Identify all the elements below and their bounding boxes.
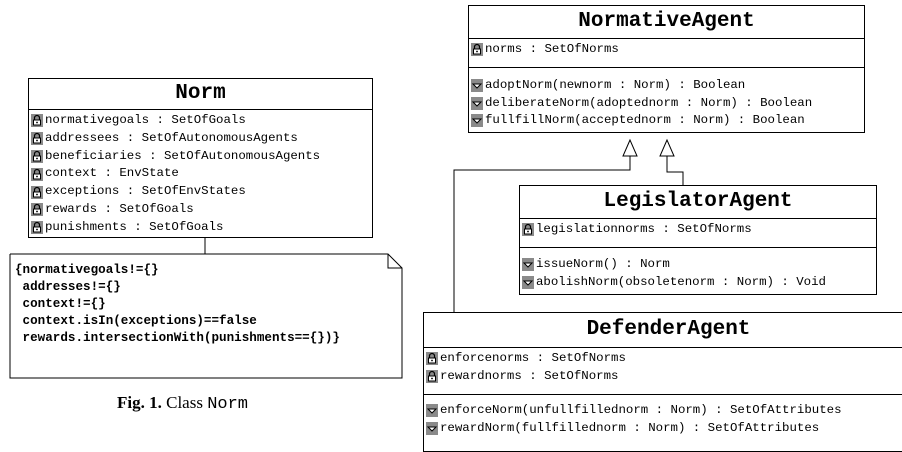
defender-inheritance-arrow <box>622 138 638 157</box>
caption-code: Norm <box>207 395 249 414</box>
attribute-row: rewards : SetOfGoals <box>31 201 370 219</box>
attribute-row: beneficiaries : SetOfAutonomousAgents <box>31 148 370 166</box>
operation-text: rewardNorm(fullfillednorm : Norm) : SetO… <box>440 420 820 435</box>
note-line: context.isIn(exceptions)==false <box>15 314 257 328</box>
attribute-row: enforcenorms : SetOfNorms <box>426 350 902 368</box>
attribute-row: rewardnorms : SetOfNorms <box>426 368 902 386</box>
defender-agent-class[interactable]: DefenderAgent enforcenorms : SetOfNorms r… <box>423 312 902 452</box>
attribute-row: legislationnorms : SetOfNorms <box>522 221 874 239</box>
locked-attribute-icon <box>522 223 534 237</box>
attribute-text: exceptions : SetOfEnvStates <box>45 184 246 199</box>
legislator-agent-class[interactable]: LegislatorAgent legislationnorms : SetOf… <box>519 185 877 295</box>
note-outline <box>9 253 403 379</box>
operation-text: abolishNorm(obsoletenorm : Norm) : Void <box>536 274 826 289</box>
operation-icon <box>471 79 483 93</box>
legislator-agent-attributes: legislationnorms : SetOfNorms <box>520 219 876 248</box>
attribute-text: rewardnorms : SetOfNorms <box>440 368 619 383</box>
attribute-text: normativegoals : SetOfGoals <box>45 113 246 127</box>
note-line: rewards.intersectionWith(punishments=={}… <box>15 331 340 345</box>
attribute-row: norms : SetOfNorms <box>471 41 862 59</box>
locked-attribute-icon <box>31 149 43 163</box>
attribute-row: normativegoals : SetOfGoals <box>31 112 370 130</box>
operation-row: adoptNorm(newnorm : Norm) : Boolean <box>471 77 862 95</box>
locked-attribute-icon <box>426 369 438 383</box>
norm-class-title: Norm <box>29 79 372 110</box>
norm-class[interactable]: Norm normativegoals : SetOfGoals addresse… <box>28 78 373 238</box>
locked-attribute-icon <box>31 132 43 146</box>
note-line: context!={} <box>15 297 106 311</box>
attribute-row: exceptions : SetOfEnvStates <box>31 183 370 201</box>
legislator-inheritance-arrow <box>659 138 675 157</box>
locked-attribute-icon <box>471 43 483 57</box>
attribute-row: punishments : SetOfGoals <box>31 219 370 237</box>
locked-attribute-icon <box>426 352 438 366</box>
attribute-row: context : EnvState <box>31 165 370 183</box>
defender-agent-operations: enforceNorm(unfullfillednorm : Norm) : S… <box>424 395 902 439</box>
locked-attribute-icon <box>31 185 43 199</box>
operation-icon <box>426 404 438 418</box>
note-fold <box>387 254 402 269</box>
locked-attribute-icon <box>31 221 43 235</box>
operation-icon <box>522 258 534 272</box>
operation-text: fullfillNorm(acceptednorm : Norm) : Bool… <box>485 113 805 127</box>
legislator-agent-title: LegislatorAgent <box>520 186 876 219</box>
locked-attribute-icon <box>31 114 43 128</box>
operation-text: deliberateNorm(adoptednorm : Norm) : Boo… <box>485 95 813 110</box>
operation-row: rewardNorm(fullfillednorm : Norm) : SetO… <box>426 420 902 438</box>
attribute-row: addressees : SetOfAutonomousAgents <box>31 130 370 148</box>
normative-agent-attributes: norms : SetOfNorms <box>469 39 864 68</box>
operation-icon <box>471 114 483 128</box>
attribute-text: enforcenorms : SetOfNorms <box>440 351 626 365</box>
figure-caption: Fig. 1. Class Norm <box>117 393 248 414</box>
constraint-note: {normativegoals!={} addresses!={} contex… <box>15 262 340 347</box>
defender-agent-title: DefenderAgent <box>424 313 902 348</box>
legislator-agent-operations: issueNorm() : Norm abolishNorm(obsoleteno… <box>520 248 876 293</box>
defender-inheritance-line <box>453 155 631 312</box>
operation-row: abolishNorm(obsoletenorm : Norm) : Void <box>522 274 874 292</box>
caption-text: Class <box>166 393 203 412</box>
operation-text: enforceNorm(unfullfillednorm : Norm) : S… <box>440 403 842 417</box>
operation-icon <box>426 421 438 435</box>
locked-attribute-icon <box>31 203 43 217</box>
operation-icon <box>522 275 534 289</box>
operation-row: issueNorm() : Norm <box>522 256 874 274</box>
operation-icon <box>471 96 483 110</box>
normative-agent-operations: adoptNorm(newnorm : Norm) : Boolean delib… <box>469 68 864 132</box>
normative-agent-class[interactable]: NormativeAgent norms : SetOfNorms adoptN… <box>468 5 865 133</box>
operation-text: adoptNorm(newnorm : Norm) : Boolean <box>485 78 746 92</box>
normative-agent-title: NormativeAgent <box>469 6 864 39</box>
operation-row: deliberateNorm(adoptednorm : Norm) : Boo… <box>471 95 862 113</box>
caption-label: Fig. 1. <box>117 393 162 412</box>
attribute-text: context : EnvState <box>45 166 179 181</box>
norm-attributes: normativegoals : SetOfGoals addressees : … <box>29 110 372 239</box>
locked-attribute-icon <box>31 167 43 181</box>
attribute-text: norms : SetOfNorms <box>485 42 619 56</box>
attribute-text: legislationnorms : SetOfNorms <box>536 222 752 236</box>
attribute-text: punishments : SetOfGoals <box>45 219 224 234</box>
note-line: addresses!={} <box>15 280 121 294</box>
operation-text: issueNorm() : Norm <box>536 257 670 271</box>
note-line: {normativegoals!={} <box>15 263 159 277</box>
operation-row: fullfillNorm(acceptednorm : Norm) : Bool… <box>471 112 862 130</box>
legislator-inheritance-line <box>666 155 684 185</box>
attribute-text: rewards : SetOfGoals <box>45 201 194 216</box>
attribute-text: addressees : SetOfAutonomousAgents <box>45 130 298 145</box>
attribute-text: beneficiaries : SetOfAutonomousAgents <box>45 148 321 163</box>
operation-row: enforceNorm(unfullfillednorm : Norm) : S… <box>426 402 902 420</box>
defender-agent-attributes: enforcenorms : SetOfNorms rewardnorms : S… <box>424 348 902 395</box>
